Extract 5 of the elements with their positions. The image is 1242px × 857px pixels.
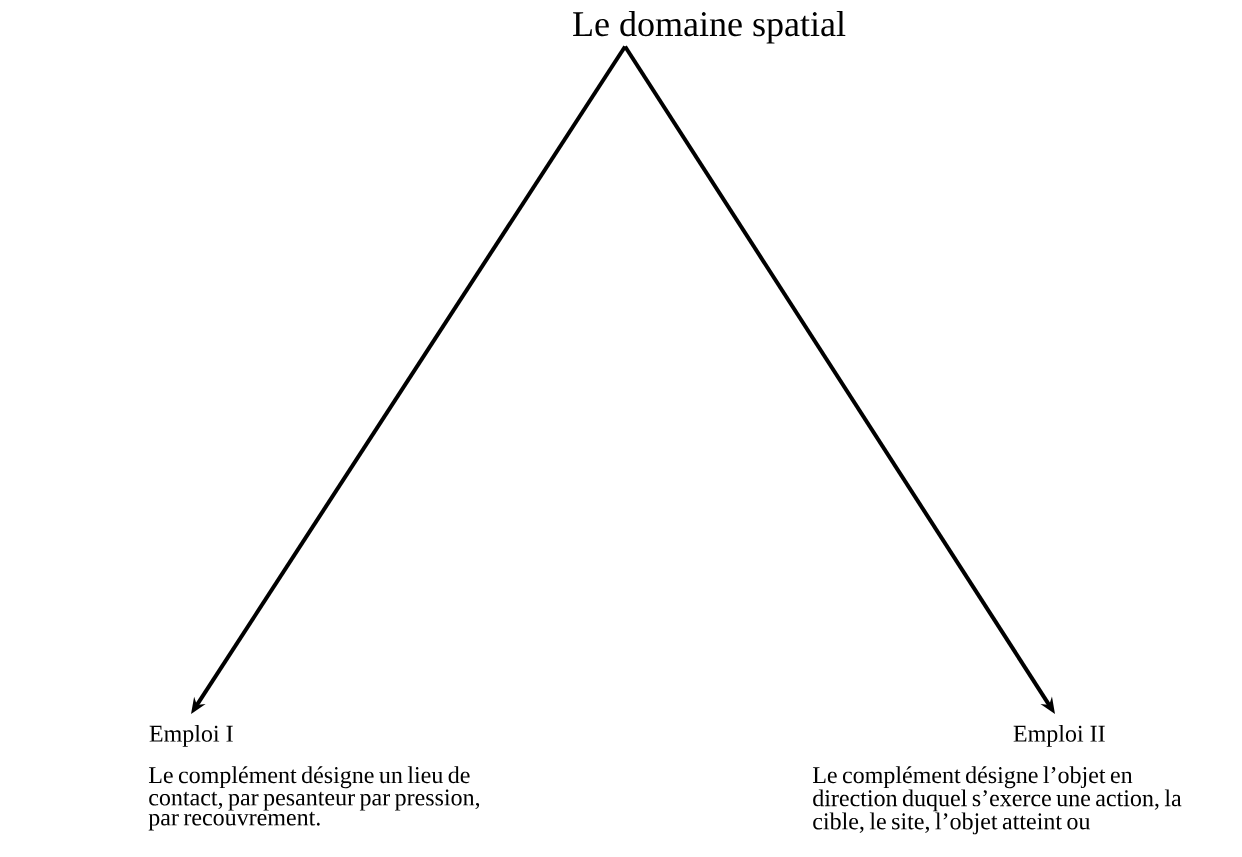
node-label: Emploi II	[1013, 724, 1105, 747]
description-text: Le complément désigne un lieu de contact, par pesanteur par pression, par recouvrement.	[148, 766, 480, 831]
description-text: Le complément désigne l’objet en direction duquel s’exerce une action, la cible, le site, l’objet atteint ou	[812, 766, 1182, 835]
node-label: Emploi I	[149, 724, 233, 747]
node-label: Le domaine spatial	[573, 10, 846, 44]
